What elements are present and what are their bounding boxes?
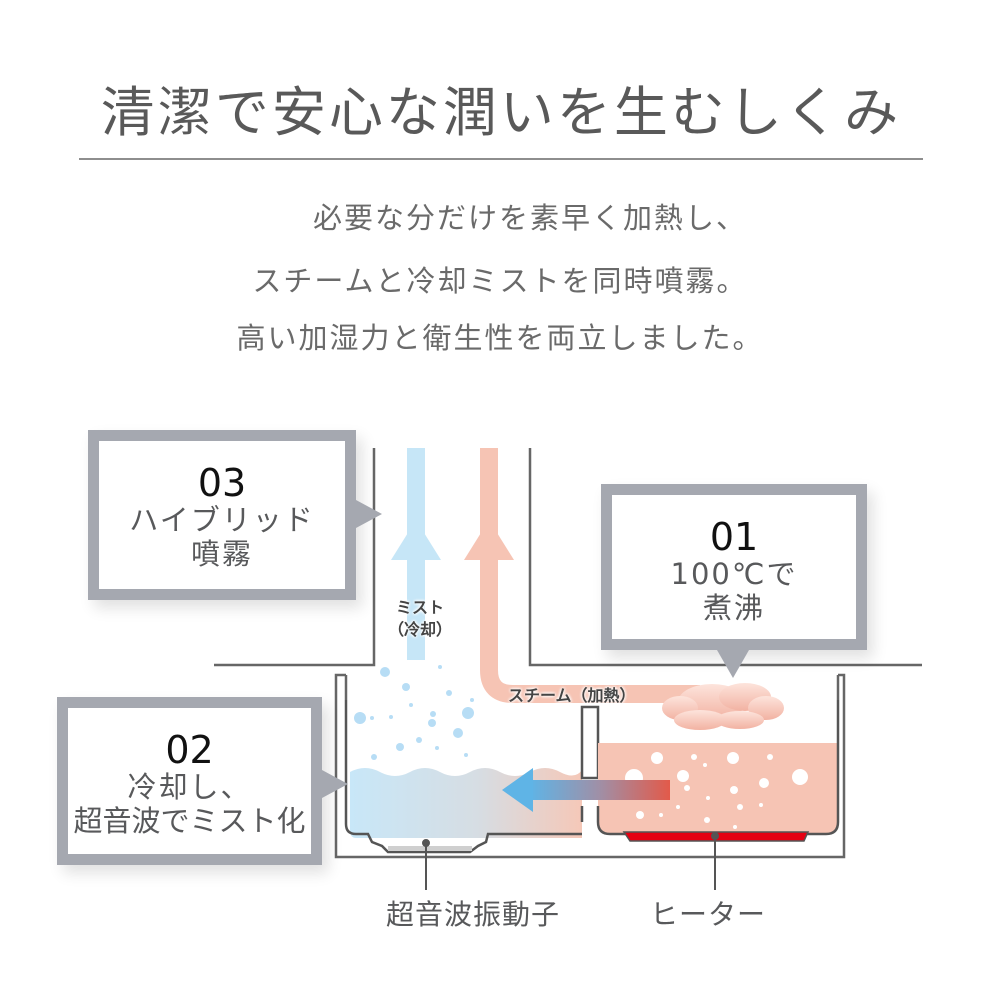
callout-text-line-1: 100℃で (670, 557, 798, 591)
callout-text-line-1: 冷却し、 (127, 770, 252, 804)
callout-02: 02 冷却し、 超音波でミスト化 (57, 697, 322, 865)
transducer-plate (388, 846, 472, 851)
cooling-tank (344, 700, 596, 854)
boiling-tank (596, 700, 840, 842)
callout-03: 03 ハイブリッド 噴霧 (88, 430, 356, 600)
mist-flow-arrow (391, 448, 441, 660)
callout-number: 02 (153, 728, 227, 772)
lead-line-2: スチームと冷却ミストを同時噴霧。 (252, 264, 748, 298)
tank-divider (580, 705, 600, 843)
steam-label: スチーム（加熱） (508, 686, 636, 705)
page-title: 清潔で安心な潤いを生むしくみ (100, 81, 902, 144)
callout-text-line-1: ハイブリッド (129, 503, 315, 537)
callout-text-line-2: 煮沸 (702, 591, 765, 625)
mist-label-line-1: ミスト (396, 598, 445, 617)
steam-cloud (662, 683, 784, 730)
callout-text-line-2: 超音波でミスト化 (73, 804, 306, 838)
callout-02-pointer (322, 770, 348, 798)
transfer-arrow (502, 768, 670, 812)
lead-line-1: 必要な分だけを素早く加熱し、 (312, 201, 747, 235)
leader-lines (422, 832, 719, 890)
mist-label-line-2: （冷却） (388, 620, 453, 639)
callout-01: 01 100℃で 煮沸 (601, 484, 867, 650)
callout-number: 03 (185, 461, 259, 505)
heater-label: ヒーター (650, 898, 767, 931)
callout-number: 01 (697, 515, 771, 559)
mist-particles (354, 665, 474, 760)
steam-flow-arrow (464, 448, 700, 703)
callout-01-pointer (717, 650, 749, 678)
title-divider (79, 158, 923, 160)
housing (334, 673, 846, 859)
mist-label: ミスト （冷却） (388, 597, 452, 641)
transducer-label: 超音波振動子 (386, 898, 561, 931)
callout-text-line-2: 噴霧 (190, 537, 253, 571)
callout-03-pointer (356, 500, 382, 528)
lead-line-3: 高い加湿力と衛生性を両立しました。 (236, 321, 764, 355)
